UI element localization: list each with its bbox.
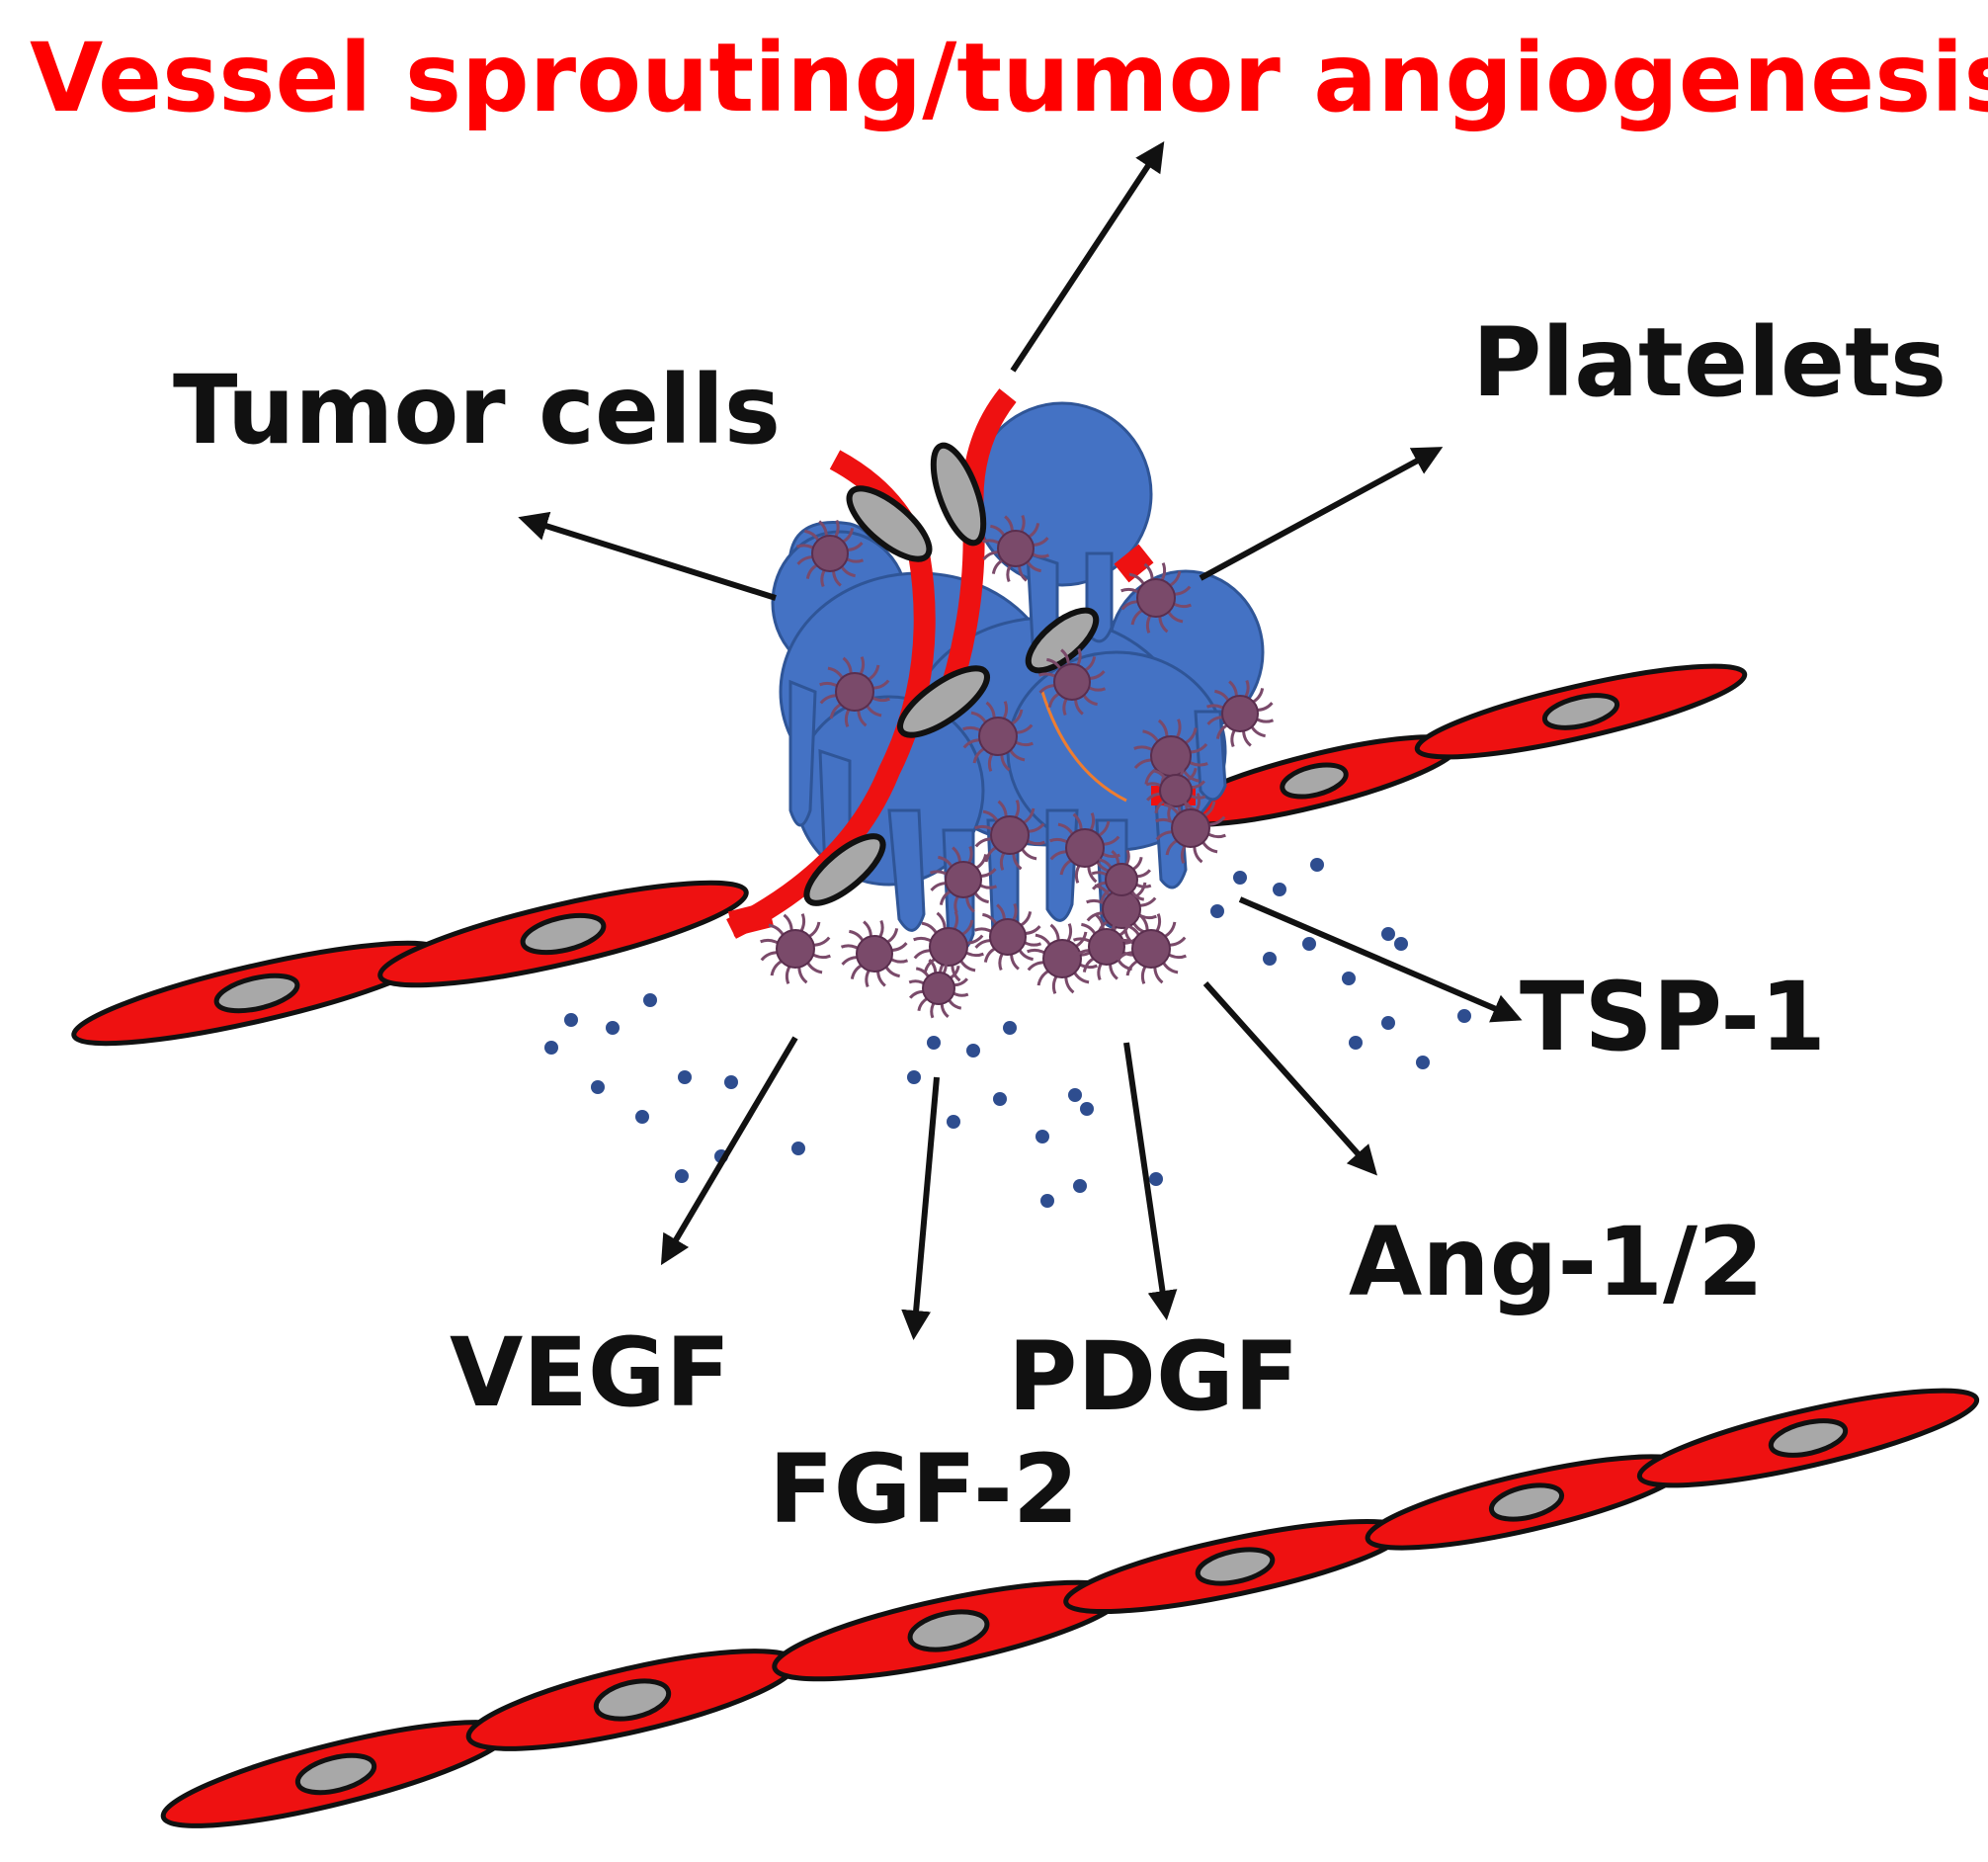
platelet bbox=[929, 845, 998, 914]
lower-blood-vessel bbox=[160, 1388, 1980, 1828]
platelet bbox=[1155, 793, 1226, 864]
factor-dot bbox=[606, 1021, 620, 1035]
factor-dot bbox=[591, 1080, 605, 1094]
factor-dot bbox=[947, 1115, 960, 1129]
platelet bbox=[1116, 913, 1187, 984]
arrow-platelets bbox=[1199, 447, 1444, 581]
factor-dot bbox=[1073, 1179, 1087, 1193]
factor-dot bbox=[791, 1142, 805, 1155]
endothelial-nuclei bbox=[803, 442, 1100, 906]
arrow-fgf2 bbox=[901, 1076, 940, 1340]
arrows bbox=[518, 140, 1523, 1340]
platelet bbox=[1145, 760, 1206, 821]
arrow-tumor-cells bbox=[518, 511, 777, 601]
platelet bbox=[1037, 647, 1107, 717]
factor-dot bbox=[1263, 952, 1277, 966]
factor-dot bbox=[1381, 1016, 1395, 1030]
platelet bbox=[795, 519, 865, 588]
factor-dot bbox=[993, 1092, 1007, 1106]
factor-dot bbox=[907, 1070, 921, 1084]
platelet bbox=[1120, 562, 1192, 634]
platelet bbox=[973, 902, 1042, 972]
platelet bbox=[1205, 679, 1275, 748]
platelet bbox=[1049, 812, 1120, 884]
factor-dot bbox=[927, 1036, 941, 1050]
factor-dot bbox=[1394, 937, 1408, 951]
factor-dot bbox=[564, 1013, 578, 1027]
factor-dot bbox=[1068, 1088, 1082, 1102]
factor-dot bbox=[966, 1044, 980, 1058]
arrow-sprouting bbox=[1010, 140, 1165, 373]
arrow-pdgf bbox=[1123, 1042, 1178, 1320]
platelet bbox=[819, 656, 890, 727]
endothelial-cell bbox=[1063, 1518, 1407, 1615]
factor-dot bbox=[1310, 858, 1324, 872]
platelet bbox=[962, 701, 1034, 772]
arrow-vegf bbox=[660, 1036, 798, 1266]
arrow-ang bbox=[1202, 980, 1378, 1176]
endothelial-cell bbox=[1365, 1454, 1689, 1551]
factor-dot bbox=[678, 1070, 692, 1084]
factor-dot bbox=[1210, 904, 1224, 918]
factor-dot bbox=[724, 1075, 738, 1089]
platelet bbox=[913, 911, 984, 982]
label-ang: Ang-1/2 bbox=[1349, 1207, 1764, 1317]
upper-blood-vessel bbox=[71, 663, 1748, 1047]
endothelial-cell bbox=[377, 880, 749, 988]
platelet bbox=[1072, 912, 1141, 981]
factor-dot bbox=[1416, 1056, 1430, 1069]
endothelial-cell bbox=[465, 1649, 799, 1751]
factor-dot bbox=[1149, 1172, 1163, 1186]
factor-dot bbox=[1003, 1021, 1017, 1035]
label-tsp1: TSP-1 bbox=[1520, 962, 1826, 1072]
platelet bbox=[1027, 923, 1098, 994]
factor-dot bbox=[1273, 883, 1286, 896]
platelet bbox=[1091, 849, 1152, 910]
platelet bbox=[760, 913, 831, 984]
factor-dot bbox=[1302, 937, 1316, 951]
endothelial-cell bbox=[71, 940, 443, 1047]
label-platelets: Platelets bbox=[1472, 307, 1947, 418]
endothelial-cell bbox=[1414, 663, 1748, 760]
factor-dot bbox=[635, 1110, 649, 1124]
factor-dot bbox=[1233, 871, 1247, 885]
label-vegf: VEGF bbox=[450, 1317, 730, 1428]
endothelial-cell bbox=[160, 1720, 512, 1828]
label-pdgf: PDGF bbox=[1008, 1321, 1298, 1432]
factor-dot bbox=[1457, 1009, 1471, 1023]
factor-dot bbox=[1035, 1130, 1049, 1143]
diagram-title: Vessel sprouting/tumor angiogenesis bbox=[30, 23, 1988, 133]
arrow-tsp1 bbox=[1238, 896, 1523, 1023]
platelet bbox=[974, 800, 1045, 871]
factor-dot bbox=[544, 1041, 558, 1055]
factor-dot bbox=[1381, 927, 1395, 941]
platelet bbox=[840, 919, 909, 988]
platelet bbox=[908, 958, 969, 1019]
platelet-cluster bbox=[760, 514, 1275, 1019]
endothelial-cell bbox=[1167, 734, 1461, 827]
label-tumor-cells: Tumor cells bbox=[173, 355, 781, 466]
platelet bbox=[981, 514, 1050, 583]
factor-dot bbox=[675, 1169, 689, 1183]
endothelial-cell bbox=[772, 1579, 1125, 1682]
factor-dot bbox=[1342, 972, 1356, 985]
factor-dot bbox=[1080, 1102, 1094, 1116]
factor-dot bbox=[643, 993, 657, 1007]
label-fgf2: FGF-2 bbox=[769, 1434, 1079, 1545]
factor-dot bbox=[1040, 1194, 1054, 1208]
endothelial-cell bbox=[1636, 1388, 1980, 1488]
factor-dot bbox=[1349, 1036, 1363, 1050]
